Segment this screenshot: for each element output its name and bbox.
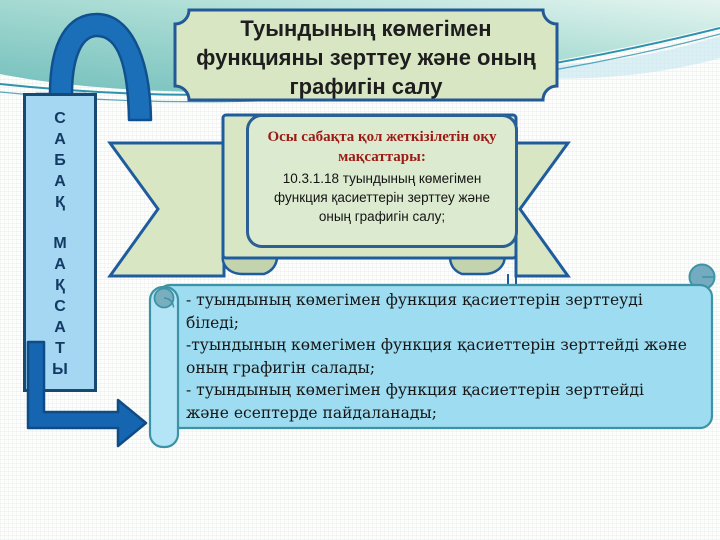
- lesson-word-sabak: С А Б А Қ: [54, 110, 66, 211]
- objectives-body: 10.3.1.18 туындының көмегімен функция қа…: [274, 171, 490, 224]
- objectives-heading: Осы сабақта қол жеткізілетін оқу мақсатт…: [267, 129, 497, 165]
- outcome-line: -туындының көмегімен функция қасиеттерін…: [186, 336, 687, 354]
- title-line: Туындының көмегімен: [240, 16, 492, 41]
- outcome-line: және есептерде пайдаланады;: [186, 403, 437, 422]
- outcome-line: оның графигін салады;: [186, 358, 376, 377]
- title-plaque-shape: [173, 8, 559, 102]
- outcome-line: - туындының көмегімен функция қасиеттері…: [186, 291, 643, 309]
- title-line: функцияны зерттеу және оның: [196, 45, 536, 70]
- outcome-line: - туындының көмегімен функция қасиеттері…: [186, 381, 645, 399]
- outcomes-scroll-shape: [148, 263, 716, 449]
- slide-title: Туындының көмегімен функцияны зерттеу жә…: [185, 14, 547, 100]
- outcomes-text: - туындының көмегімен функция қасиеттері…: [186, 289, 706, 424]
- objectives-box: Осы сабақта қол жеткізілетін оқу мақсатт…: [246, 114, 518, 248]
- outcome-line: біледі;: [186, 313, 240, 332]
- bent-right-arrow-icon: [26, 340, 148, 448]
- title-line: графигін салу: [289, 74, 443, 99]
- lesson-word-maksaty: М А Қ С А Т Ы: [52, 235, 68, 378]
